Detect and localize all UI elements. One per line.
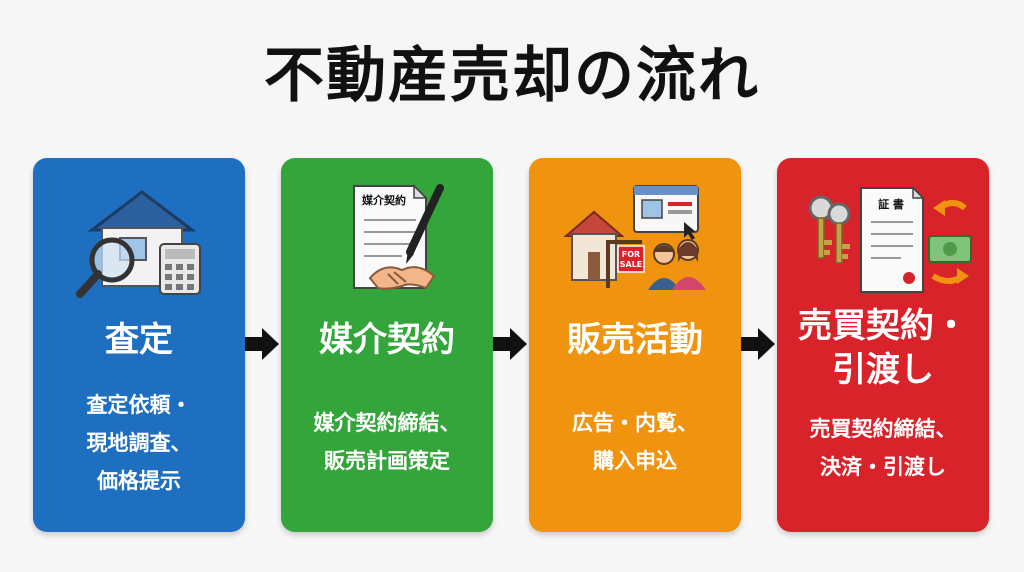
step-description: 媒介契約締結、 販売計画策定: [313, 411, 461, 473]
contract-document-handshake-icon: 媒介契約: [281, 178, 493, 308]
house-for-sale-buyers-icon: FOR SALE: [529, 178, 741, 308]
document-title-text: 媒介契約: [361, 193, 406, 207]
step-card-sales-contract-handover: 証 書 売買契約・ 引渡し 売買契約締結、 決済・引渡し: [777, 158, 989, 532]
page-title: 不動産売却の流れ: [264, 41, 760, 111]
step-heading: 販売活動: [567, 320, 703, 360]
step-card-sales-activity: FOR SALE 販売活動 広告・内覧、 購入申込: [529, 158, 741, 532]
house-magnifier-calculator-icon: [33, 178, 245, 308]
step-heading: 売買契約・ 引渡し: [798, 306, 968, 390]
step-heading: 媒介契約: [319, 320, 455, 360]
step-card-brokerage-contract: 媒介契約 媒介契約 媒介契約締結、 販売計画策定: [281, 158, 493, 532]
step-heading: 査定: [105, 320, 173, 360]
keys-certificate-money-icon: 証 書: [777, 178, 989, 308]
arrow-right-icon: [741, 328, 775, 360]
certificate-title-text: 証 書: [878, 197, 904, 211]
for-sale-sign-text: SALE: [620, 260, 643, 269]
arrow-right-icon: [245, 328, 279, 360]
step-description: 売買契約締結、 決済・引渡し: [809, 417, 957, 479]
step-card-appraisal: 査定 査定依頼・ 現地調査、 価格提示: [33, 158, 245, 532]
arrow-right-icon: [493, 328, 527, 360]
step-description: 査定依頼・ 現地調査、 価格提示: [86, 393, 192, 493]
for-sale-sign-text: FOR: [622, 250, 640, 259]
step-description: 広告・内覧、 購入申込: [572, 411, 698, 473]
